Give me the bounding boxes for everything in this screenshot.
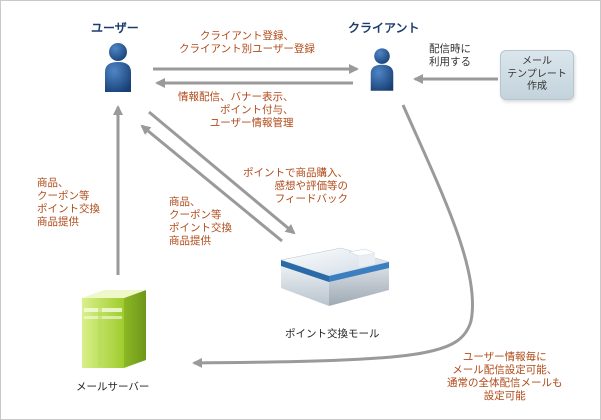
arrow-mall-to-user xyxy=(140,124,283,243)
label-template-to-client: 配信時に 利用する xyxy=(429,43,471,68)
arrow-client-to-server xyxy=(192,104,475,368)
user-title: ユーザー xyxy=(91,21,139,35)
point-mall-icon xyxy=(280,247,390,306)
mail-template-label: メール テンプレート 作成 xyxy=(507,56,567,93)
arrow-user-to-mall xyxy=(148,110,296,235)
label-client-to-user: 情報配信、バナー表示、 ポイント付与、 ユーザー情報管理 xyxy=(178,91,294,129)
mail-server-icon xyxy=(82,290,146,368)
label-user-to-mall: ポイントで商品購入、 感想や評価等の フィードバック xyxy=(243,167,348,205)
mail-template-box: メール テンプレート 作成 xyxy=(500,50,574,100)
label-server-to-user: 商品、 クーポン等 ポイント交換 商品提供 xyxy=(37,177,100,228)
label-mall-to-user: 商品、 クーポン等 ポイント交換 商品提供 xyxy=(169,196,232,247)
mail-server-caption: メールサーバー xyxy=(76,381,150,393)
user-person-icon xyxy=(105,43,131,92)
label-user-to-client: クライアント登録、 クライアント別ユーザー登録 xyxy=(179,30,315,55)
point-mall-caption: ポイント交換モール xyxy=(285,328,380,340)
label-client-to-server: ユーザー情報毎に メール配信設定可能、 通常の全体配信メールも 設定可能 xyxy=(447,351,563,402)
client-title: クライアント xyxy=(348,21,420,35)
client-person-icon xyxy=(370,48,394,91)
